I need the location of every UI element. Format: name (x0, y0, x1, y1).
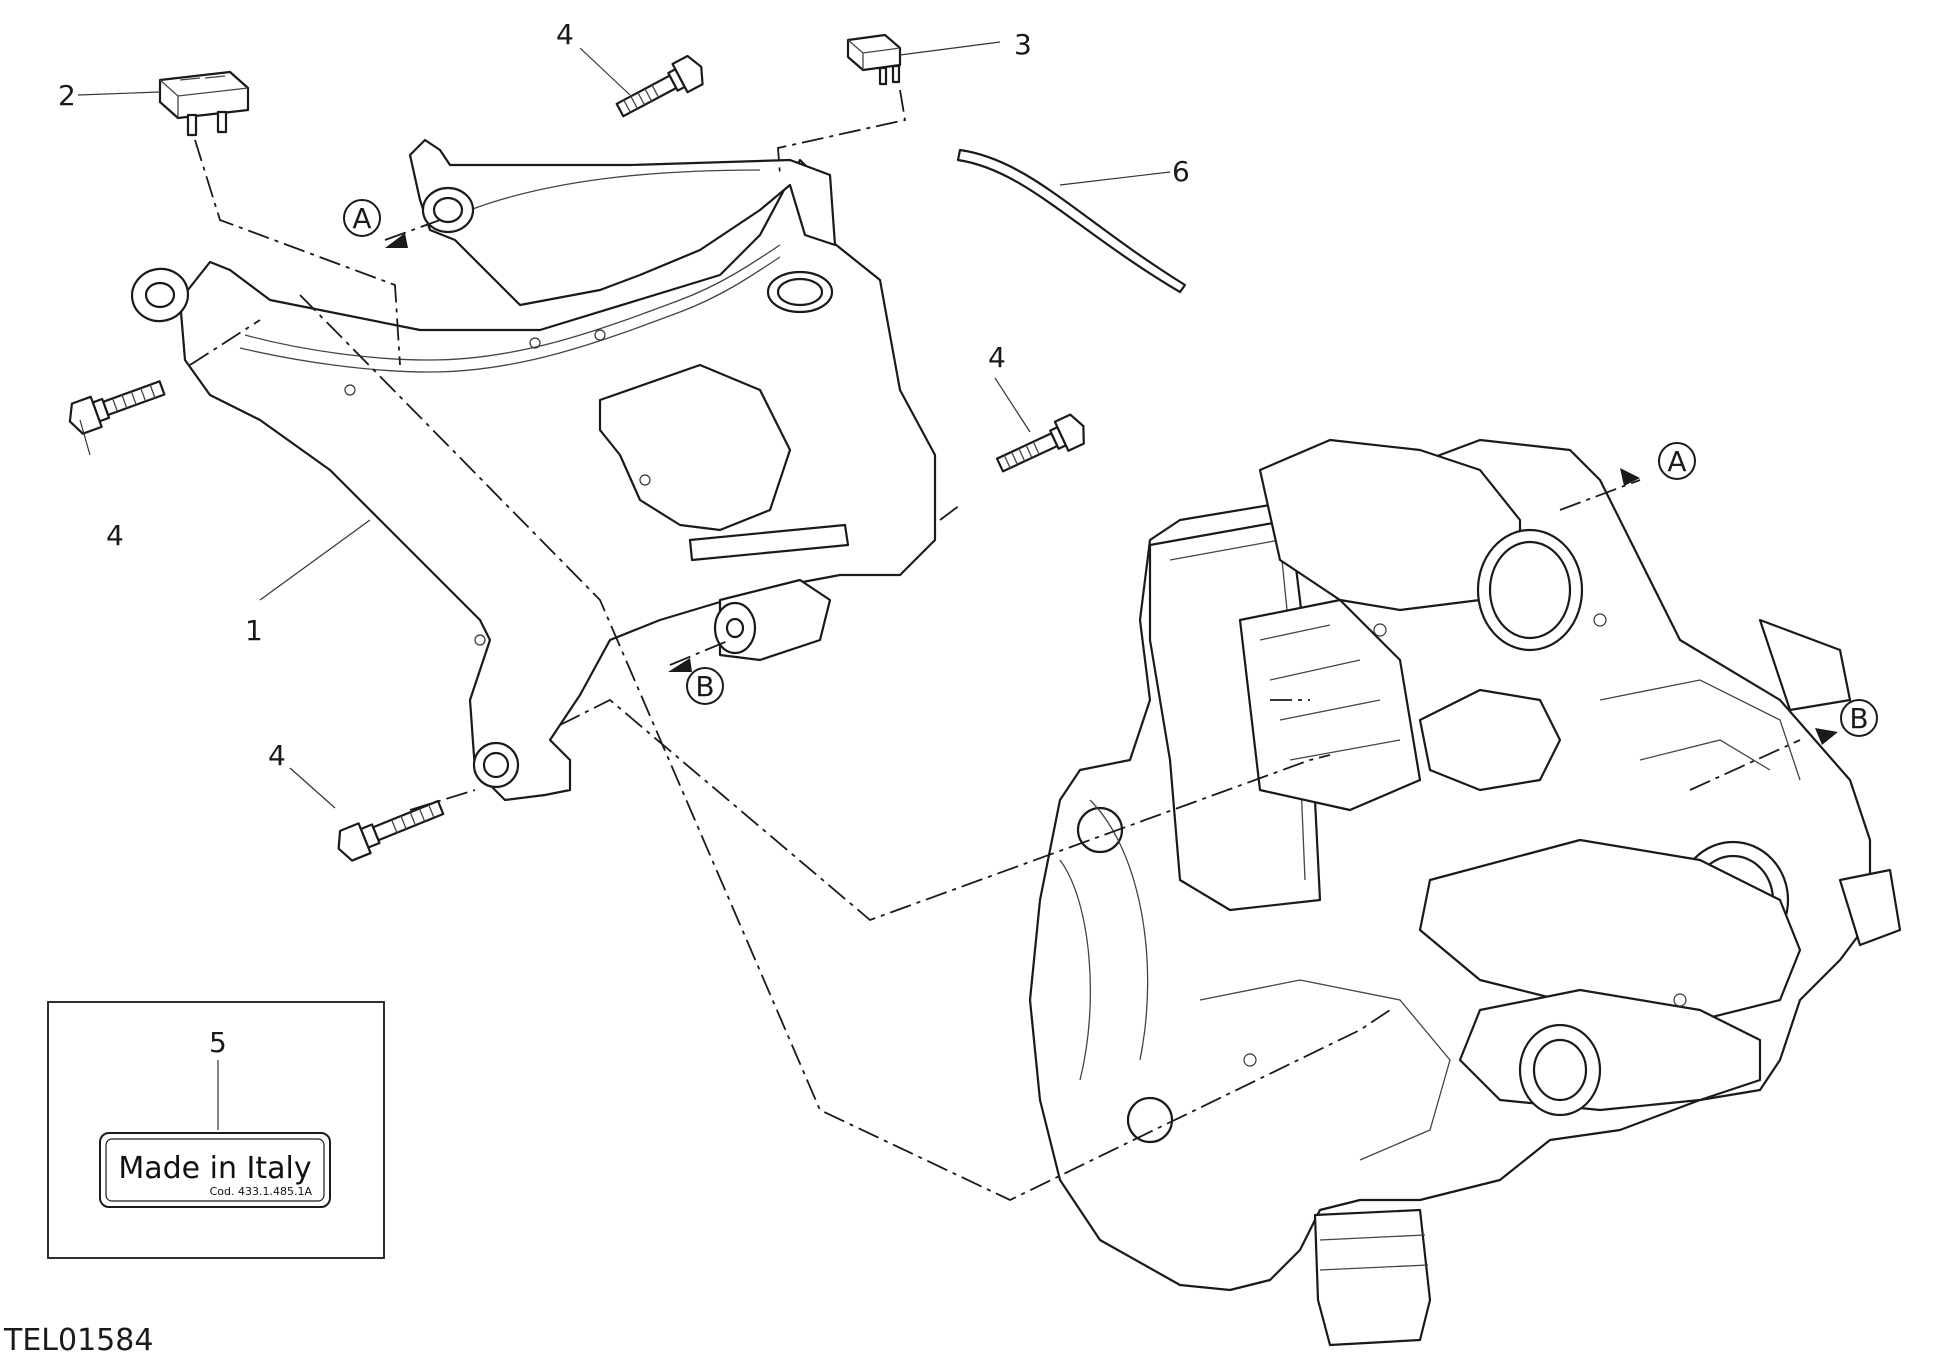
bolt-bottom-part (337, 799, 445, 862)
marker-frame-b-letter: B (695, 670, 714, 703)
callout-labels: 1 2 3 4 4 4 4 5 6 (58, 18, 1190, 1059)
strip-part (956, 148, 1187, 294)
marker-frame-a-letter: A (352, 202, 371, 235)
plug-right-part (846, 33, 902, 86)
marker-frame-b: B (686, 667, 724, 705)
callout-bolt-left: 4 (106, 519, 124, 552)
marker-frame-a: A (343, 199, 381, 237)
bolt-left-part (68, 380, 166, 435)
plate-inset: Made in Italy Cod. 433.1.485.1A (47, 1001, 385, 1259)
plug-left-part (158, 70, 250, 137)
callout-bolt-right: 4 (988, 341, 1006, 374)
callout-bolt-bottom: 4 (268, 739, 286, 772)
leader-lines (77, 41, 1171, 1130)
frame-part (130, 138, 937, 802)
reference-arrows (385, 233, 1838, 745)
marker-engine-a: A (1658, 442, 1696, 480)
bolt-right-part (995, 413, 1085, 473)
marker-engine-b: B (1840, 699, 1878, 737)
assembly-lines (189, 89, 1801, 1201)
callout-plate: 5 (209, 1026, 227, 1059)
callout-plug-left: 2 (58, 79, 76, 112)
engine-part (1028, 438, 1902, 1347)
plate-code: Cod. 433.1.485.1A (210, 1185, 313, 1198)
bolt-top-part (615, 54, 704, 118)
marker-engine-a-letter: A (1667, 445, 1686, 478)
callout-bolt-top: 4 (556, 18, 574, 51)
callout-plug-right: 3 (1014, 28, 1032, 61)
callout-strip: 6 (1172, 155, 1190, 188)
marker-engine-b-letter: B (1849, 702, 1868, 735)
drawing-code: TEL01584 (3, 1323, 153, 1356)
plate-text: Made in Italy (118, 1151, 311, 1186)
callout-frame: 1 (245, 614, 263, 647)
